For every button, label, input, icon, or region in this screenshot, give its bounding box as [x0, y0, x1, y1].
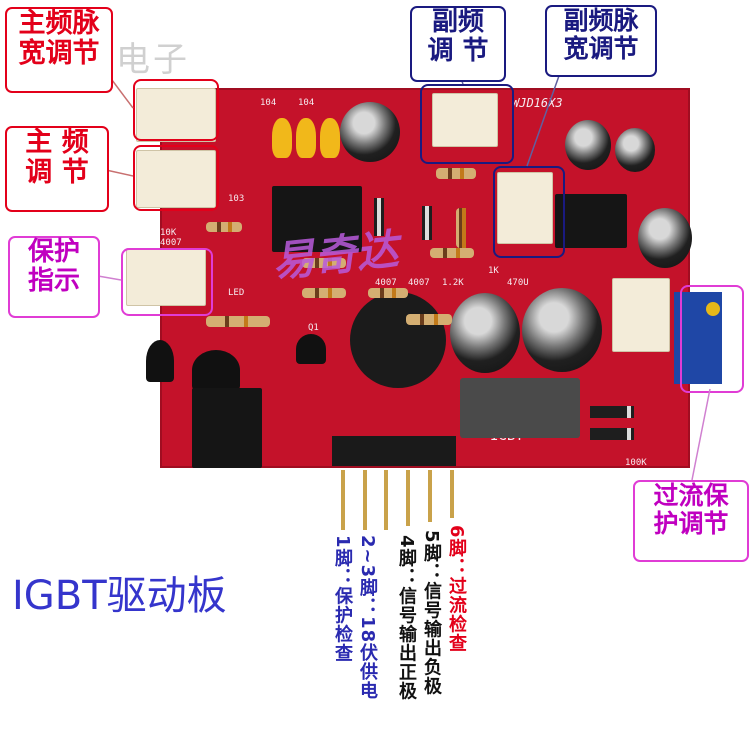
label-line: 副频脉: [563, 6, 639, 35]
ceramic-cap: [272, 118, 292, 158]
label-line: 调 节: [25, 156, 89, 188]
ic-chip-2: [555, 194, 627, 248]
silk-4007b: 4007: [375, 278, 397, 288]
electrolytic-cap: [522, 288, 602, 372]
resistor: [456, 208, 466, 248]
pin-label-5: 5脚：信号输出负极: [421, 530, 442, 696]
resistor: [206, 316, 270, 327]
silk-led: LED: [228, 288, 245, 298]
header-pin-1: [341, 470, 345, 530]
header-pin-4: [406, 470, 410, 526]
diode: [374, 198, 384, 236]
label-main-freq: 主 频 调 节: [5, 126, 109, 212]
label-line: 过流保: [653, 481, 729, 510]
connector-right: [612, 278, 670, 352]
connector-sub-freq: [432, 93, 498, 147]
transistor: [192, 350, 240, 390]
silk-q1: Q1: [308, 323, 319, 333]
header-pin-5: [428, 470, 432, 522]
connector-protect: [126, 248, 206, 306]
electrolytic-cap: [450, 293, 520, 373]
pcb-board: WJD16X3 104 104 103 10K 4007 LED 4007 40…: [126, 88, 722, 468]
highlight-protect: [121, 248, 213, 316]
page-title: IGBT驱动板: [12, 573, 227, 619]
highlight-sub-pulse: [493, 166, 565, 258]
silk-1k: 1K: [488, 266, 499, 276]
highlight-main-freq: [133, 145, 219, 211]
silk-12k: 1.2K: [442, 278, 464, 288]
ceramic-cap: [296, 118, 316, 158]
silk-100k: 100K: [625, 458, 647, 468]
transistor: [146, 340, 174, 382]
silk-4007c: 4007: [408, 278, 430, 288]
label-line: 护调节: [653, 508, 729, 538]
pin-header: [332, 436, 456, 466]
pin-label-4: 4脚：信号输出正极: [396, 535, 417, 701]
label-protect-indicator: 保护 指示: [8, 236, 100, 318]
label-line: 宽调节: [563, 33, 639, 63]
resistor: [302, 258, 346, 268]
electrolytic-cap: [565, 120, 611, 170]
igbt-module: [460, 378, 580, 438]
label-line: 副频: [431, 7, 484, 37]
label-main-pulse-width: 主频脉 宽调节: [5, 7, 113, 93]
pin-label-1: 1脚：保护检查: [332, 535, 353, 663]
ic-chip: [272, 186, 362, 252]
silk-104: 104: [260, 98, 277, 108]
connector-main-freq: [136, 150, 216, 208]
resistor: [368, 288, 408, 298]
header-pin-6: [450, 470, 454, 518]
electrolytic-cap: [615, 128, 655, 172]
pin-label-6: 6脚：过流检查: [446, 525, 467, 653]
label-sub-pulse-width: 副频脉 宽调节: [545, 5, 657, 77]
header-pin-2: [363, 470, 367, 530]
label-overcurrent-adjust: 过流保 护调节: [633, 480, 749, 562]
label-line: 指示: [27, 265, 80, 296]
label-sub-freq: 副频 调 节: [410, 6, 506, 82]
resistor: [430, 248, 474, 258]
buzzer: [350, 292, 446, 388]
label-line: 主 频: [25, 127, 89, 158]
trimpot-screw: [706, 302, 720, 316]
resistor: [302, 288, 346, 298]
transistor: [296, 334, 326, 364]
label-line: 调 节: [427, 35, 489, 66]
label-line: 宽调节: [18, 37, 100, 69]
highlight-overcurrent: [680, 285, 744, 393]
highlight-sub-freq: [420, 84, 514, 164]
silk-104b: 104: [298, 98, 315, 108]
header-pin-3: [384, 470, 388, 530]
resistor: [206, 222, 242, 232]
resistor: [436, 168, 476, 179]
electrolytic-cap: [638, 208, 692, 268]
diode: [590, 428, 634, 440]
label-line: 主频脉: [18, 8, 100, 39]
highlight-main-pulse: [133, 79, 219, 141]
connector-sub-pulse: [497, 172, 553, 244]
silk-470u: 470U: [507, 278, 529, 288]
pin-label-2-3: 2~3脚：18伏供电: [357, 535, 378, 701]
silk-4007: 4007: [160, 238, 182, 248]
label-line: 保护: [27, 237, 80, 267]
silk-103: 103: [228, 194, 245, 204]
silk-10k: 10K: [160, 228, 177, 238]
ic-chip-3: [192, 388, 262, 468]
electrolytic-cap: [340, 102, 400, 162]
resistor: [406, 314, 452, 325]
ceramic-cap: [320, 118, 340, 158]
connector-main-pulse: [136, 88, 216, 142]
diode: [590, 406, 634, 418]
diode: [422, 206, 432, 240]
